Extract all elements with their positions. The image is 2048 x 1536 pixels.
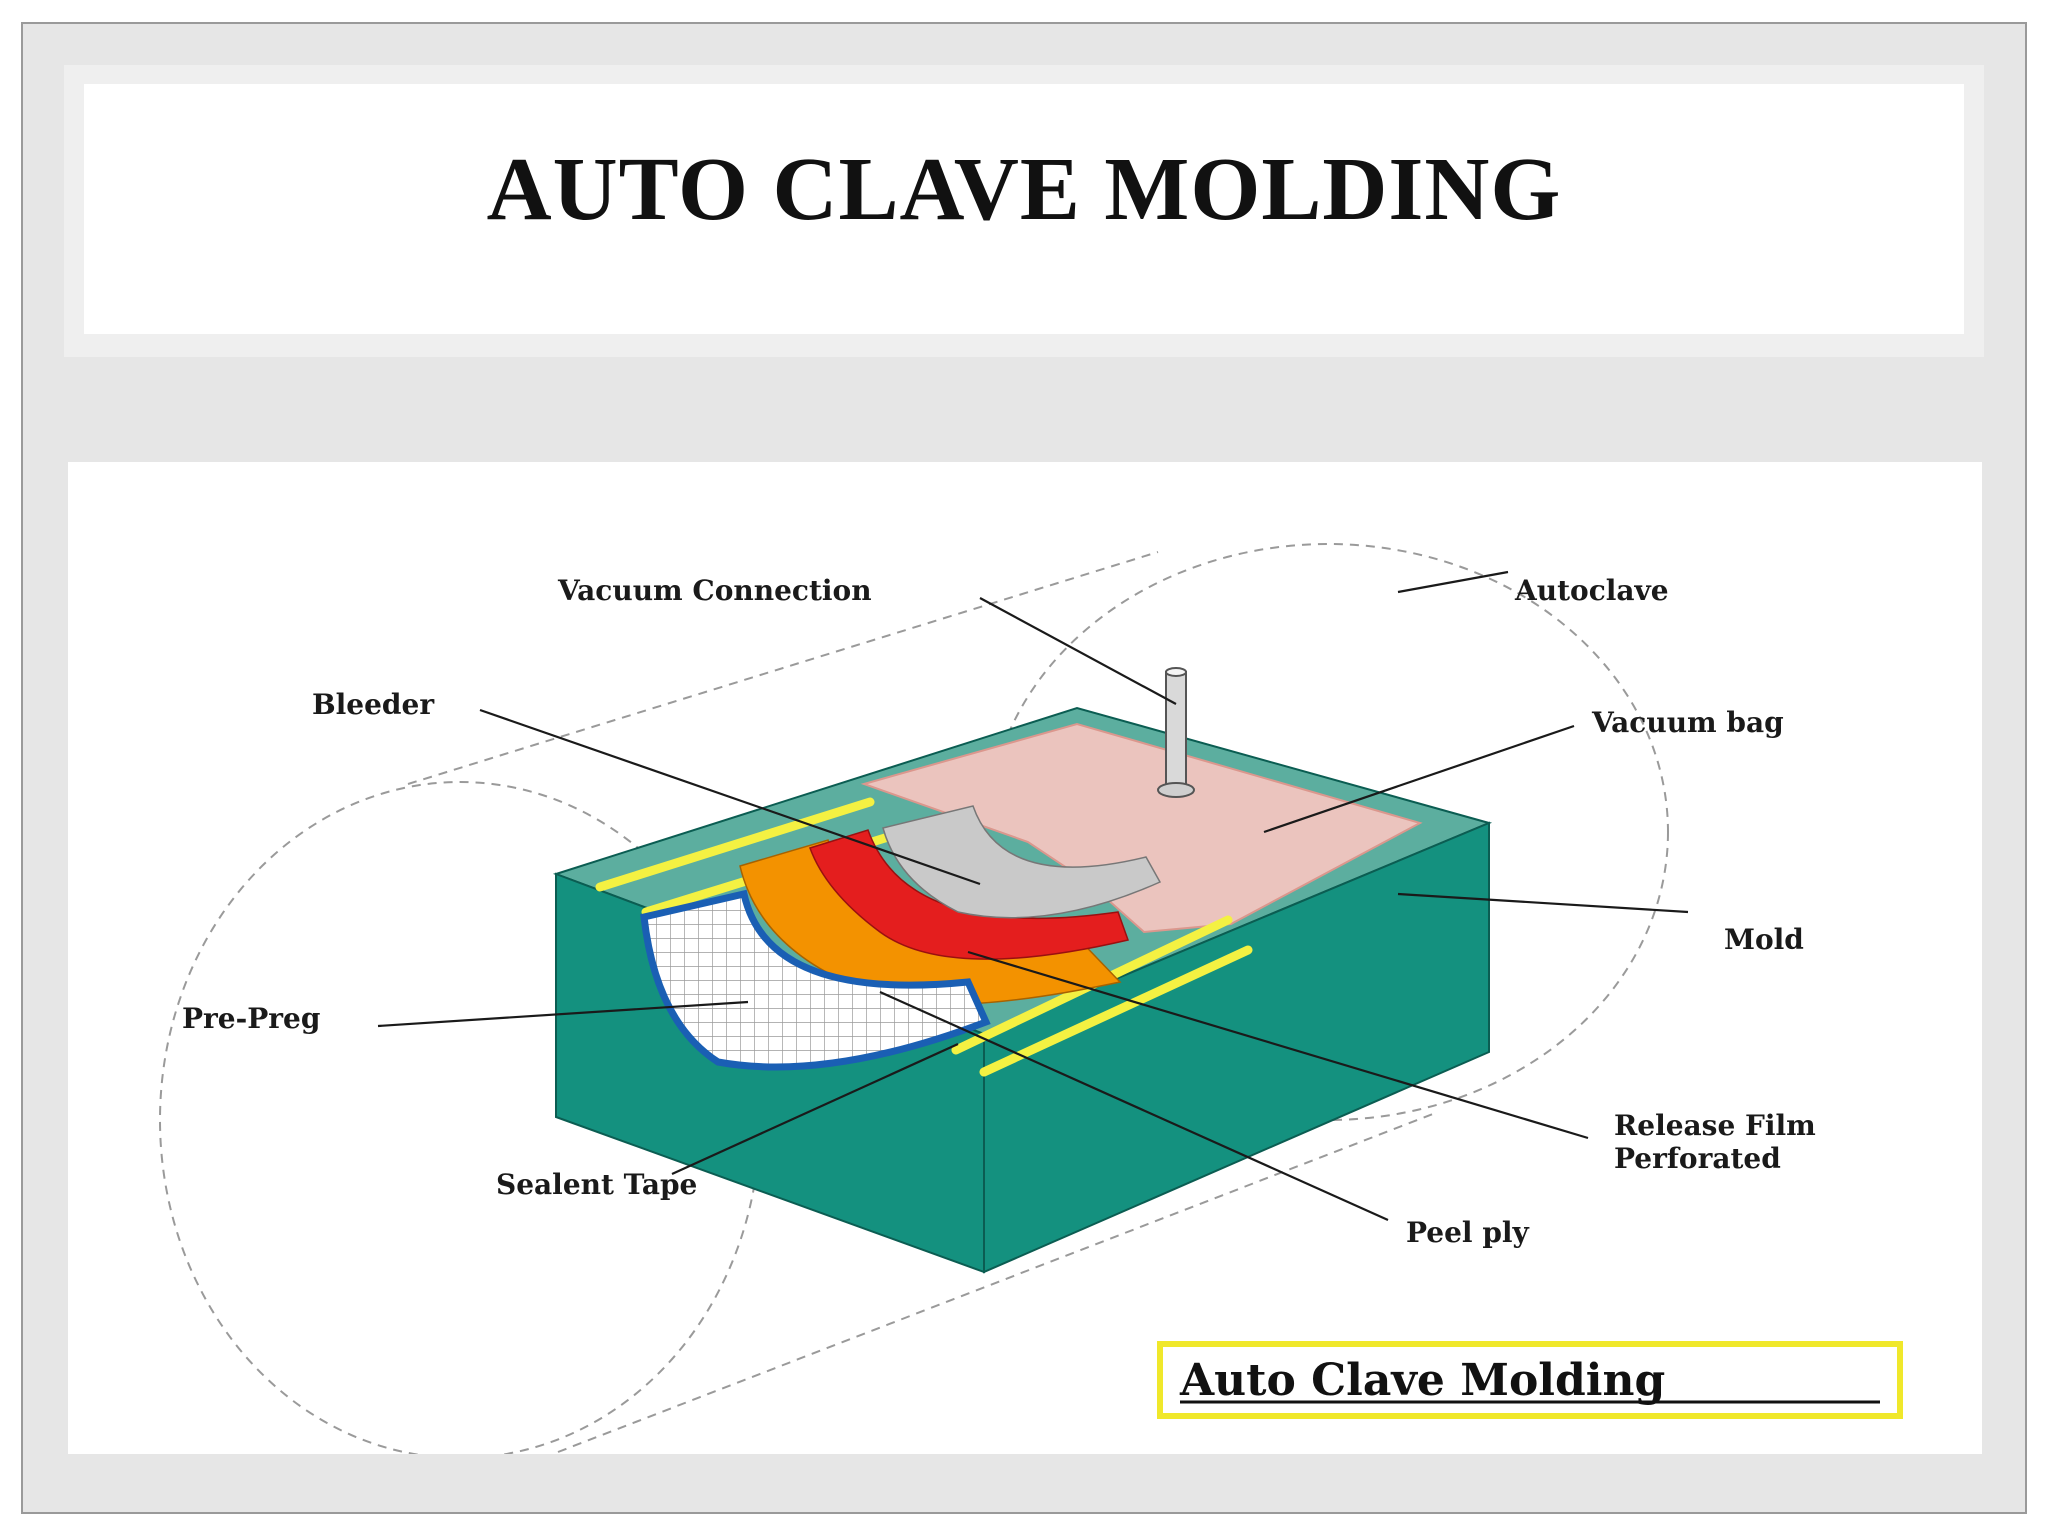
diagram-area: Vacuum Connection Autoclave Bleeder Vacu…: [68, 462, 1982, 1454]
leader-vacuum-connection: [979, 597, 1177, 705]
label-autoclave: Autoclave: [1514, 574, 1669, 607]
leader-mold: [1397, 892, 1689, 914]
pre-preg-layer: [640, 889, 991, 1071]
leader-release-film: [967, 950, 1589, 1140]
slide-title: AUTO CLAVE MOLDING: [486, 140, 1562, 239]
label-vacuum-bag: Vacuum bag: [1591, 706, 1784, 739]
title-box: [84, 84, 1964, 334]
caption-text: Auto Clave Molding: [1179, 1355, 1665, 1406]
mold-right-face: [983, 821, 1490, 1274]
leader-lines: [377, 570, 1689, 1222]
release-film-layer: [809, 829, 1129, 960]
label-release-film-line2: Perforated: [1614, 1142, 1781, 1175]
caption-box: Auto Clave Molding: [1157, 1341, 1903, 1419]
leader-sealent-tape: [671, 1042, 959, 1176]
leader-bleeder: [479, 708, 981, 886]
leader-pre-preg: [377, 1000, 749, 1028]
vacuum-bag: [860, 722, 1423, 934]
label-peel-ply: Peel ply: [1406, 1216, 1530, 1249]
leader-peel-ply: [879, 990, 1389, 1222]
label-mold: Mold: [1724, 923, 1804, 956]
label-vacuum-connection: Vacuum Connection: [557, 574, 872, 607]
label-release-film: Release Film: [1614, 1109, 1816, 1142]
label-pre-preg: Pre-Preg: [182, 1002, 320, 1035]
label-sealent-tape: Sealent Tape: [496, 1168, 697, 1201]
leader-vacuum-bag: [1263, 724, 1575, 834]
bleeder-layer: [882, 805, 1162, 919]
label-bleeder: Bleeder: [312, 688, 435, 721]
leader-autoclave: [1397, 570, 1509, 594]
autoclave-diagram: Vacuum Connection Autoclave Bleeder Vacu…: [159, 543, 1903, 1454]
